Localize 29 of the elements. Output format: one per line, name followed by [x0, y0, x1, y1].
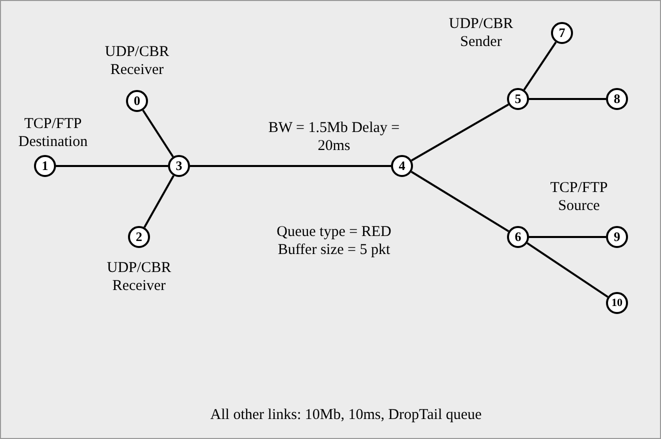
- node-caption: TCP/FTP Destination: [17, 115, 89, 151]
- node-circle: 10: [606, 292, 628, 314]
- link-line: [190, 165, 391, 167]
- node-circle: 8: [606, 88, 628, 110]
- link-line: [144, 175, 174, 228]
- node-caption: UDP/CBR Sender: [448, 15, 514, 51]
- node-circle: 0: [126, 90, 148, 112]
- link-line: [410, 170, 510, 232]
- node-circle: 5: [507, 88, 529, 110]
- node-circle: 4: [391, 155, 413, 177]
- node-circle: 7: [551, 22, 573, 44]
- link-note: All other links: 10Mb, 10ms, DropTail queue: [210, 406, 482, 424]
- link-note: BW = 1.5Mb Delay = 20ms: [267, 119, 401, 155]
- node-circle: 1: [34, 155, 56, 177]
- link-note: Queue type = RED Buffer size = 5 pkt: [276, 223, 392, 259]
- node-circle: 3: [168, 155, 190, 177]
- node-circle: 2: [128, 226, 150, 248]
- node-caption: UDP/CBR Receiver: [106, 259, 172, 295]
- link-line: [411, 104, 509, 162]
- link-line: [529, 98, 606, 100]
- link-line: [56, 165, 168, 167]
- link-line: [529, 236, 606, 238]
- link-line: [526, 242, 608, 298]
- node-caption: UDP/CBR Receiver: [104, 43, 170, 79]
- link-line: [523, 42, 557, 90]
- node-circle: 9: [606, 226, 628, 248]
- node-circle: 6: [507, 226, 529, 248]
- link-line: [142, 110, 174, 158]
- node-caption: TCP/FTP Source: [549, 179, 609, 215]
